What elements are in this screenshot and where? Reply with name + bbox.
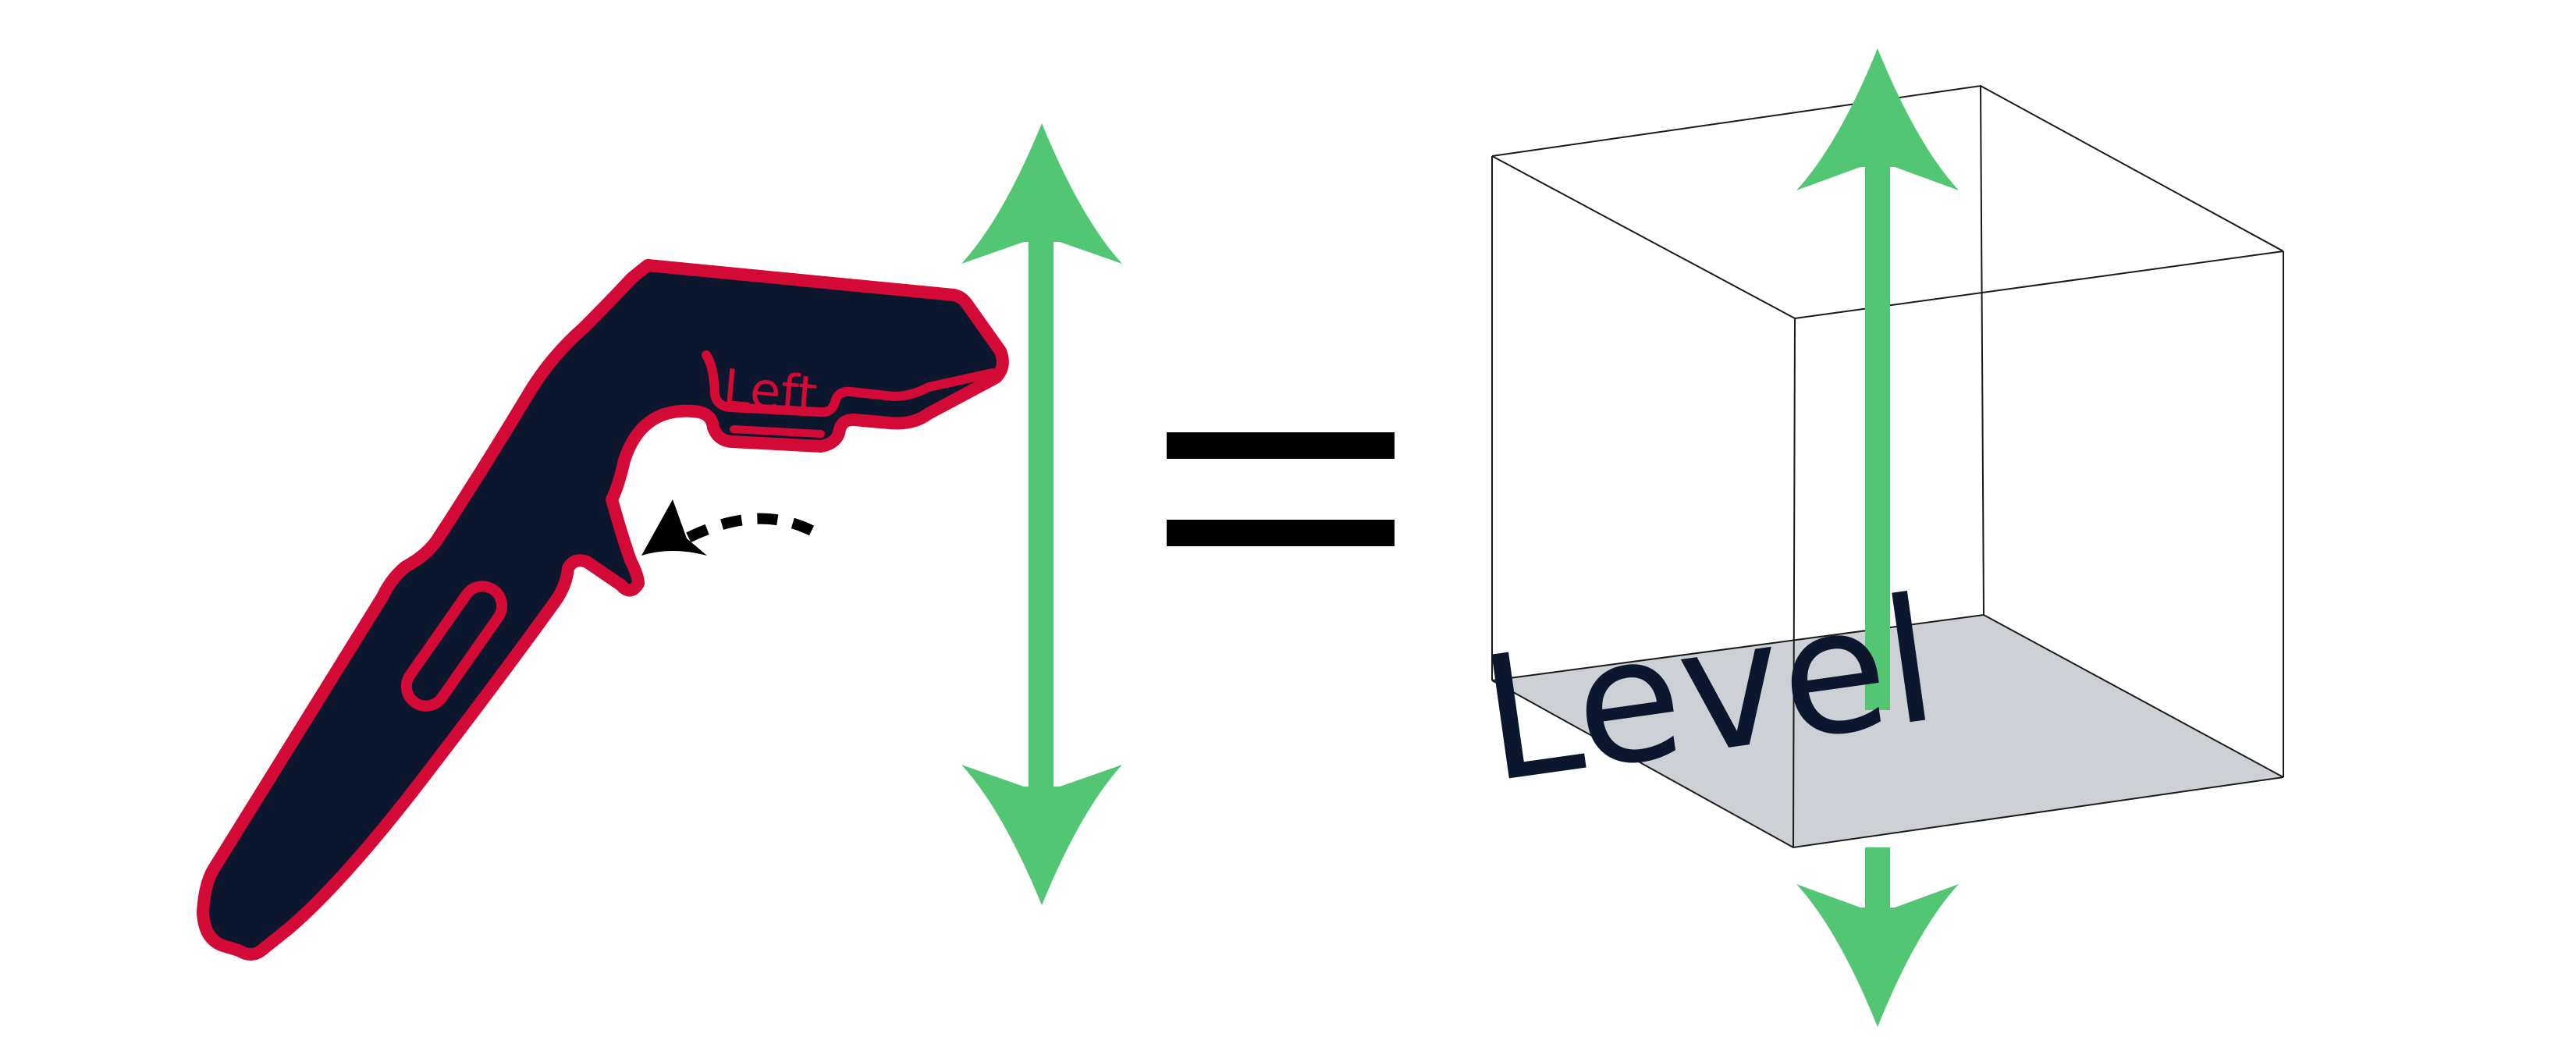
controller-groove [702,350,997,417]
arrow-head-down [1796,884,1959,1027]
cube: Level [1470,48,2284,1027]
equals-bar-top [1167,432,1395,459]
gesture-arrow [641,499,815,556]
controller-label: Left [721,359,819,424]
controller-trigger-line [730,425,825,438]
gesture-arrow-head [641,499,707,556]
controller: Left [197,259,1009,961]
arrow-shaft [1029,230,1053,808]
thumb-button [400,581,508,712]
arrow-shaft-upper [1865,164,1890,710]
controller-body [197,259,1009,961]
gesture-arrow-path [684,513,815,544]
arrow-head-up [1796,48,1959,190]
arrow-head-up [961,123,1122,264]
vertical-double-arrow-left [961,123,1122,905]
equals-sign [1167,432,1395,546]
equals-bar-bottom [1167,520,1395,546]
arrow-head-down [961,765,1122,905]
cube-edges [1491,84,2284,849]
